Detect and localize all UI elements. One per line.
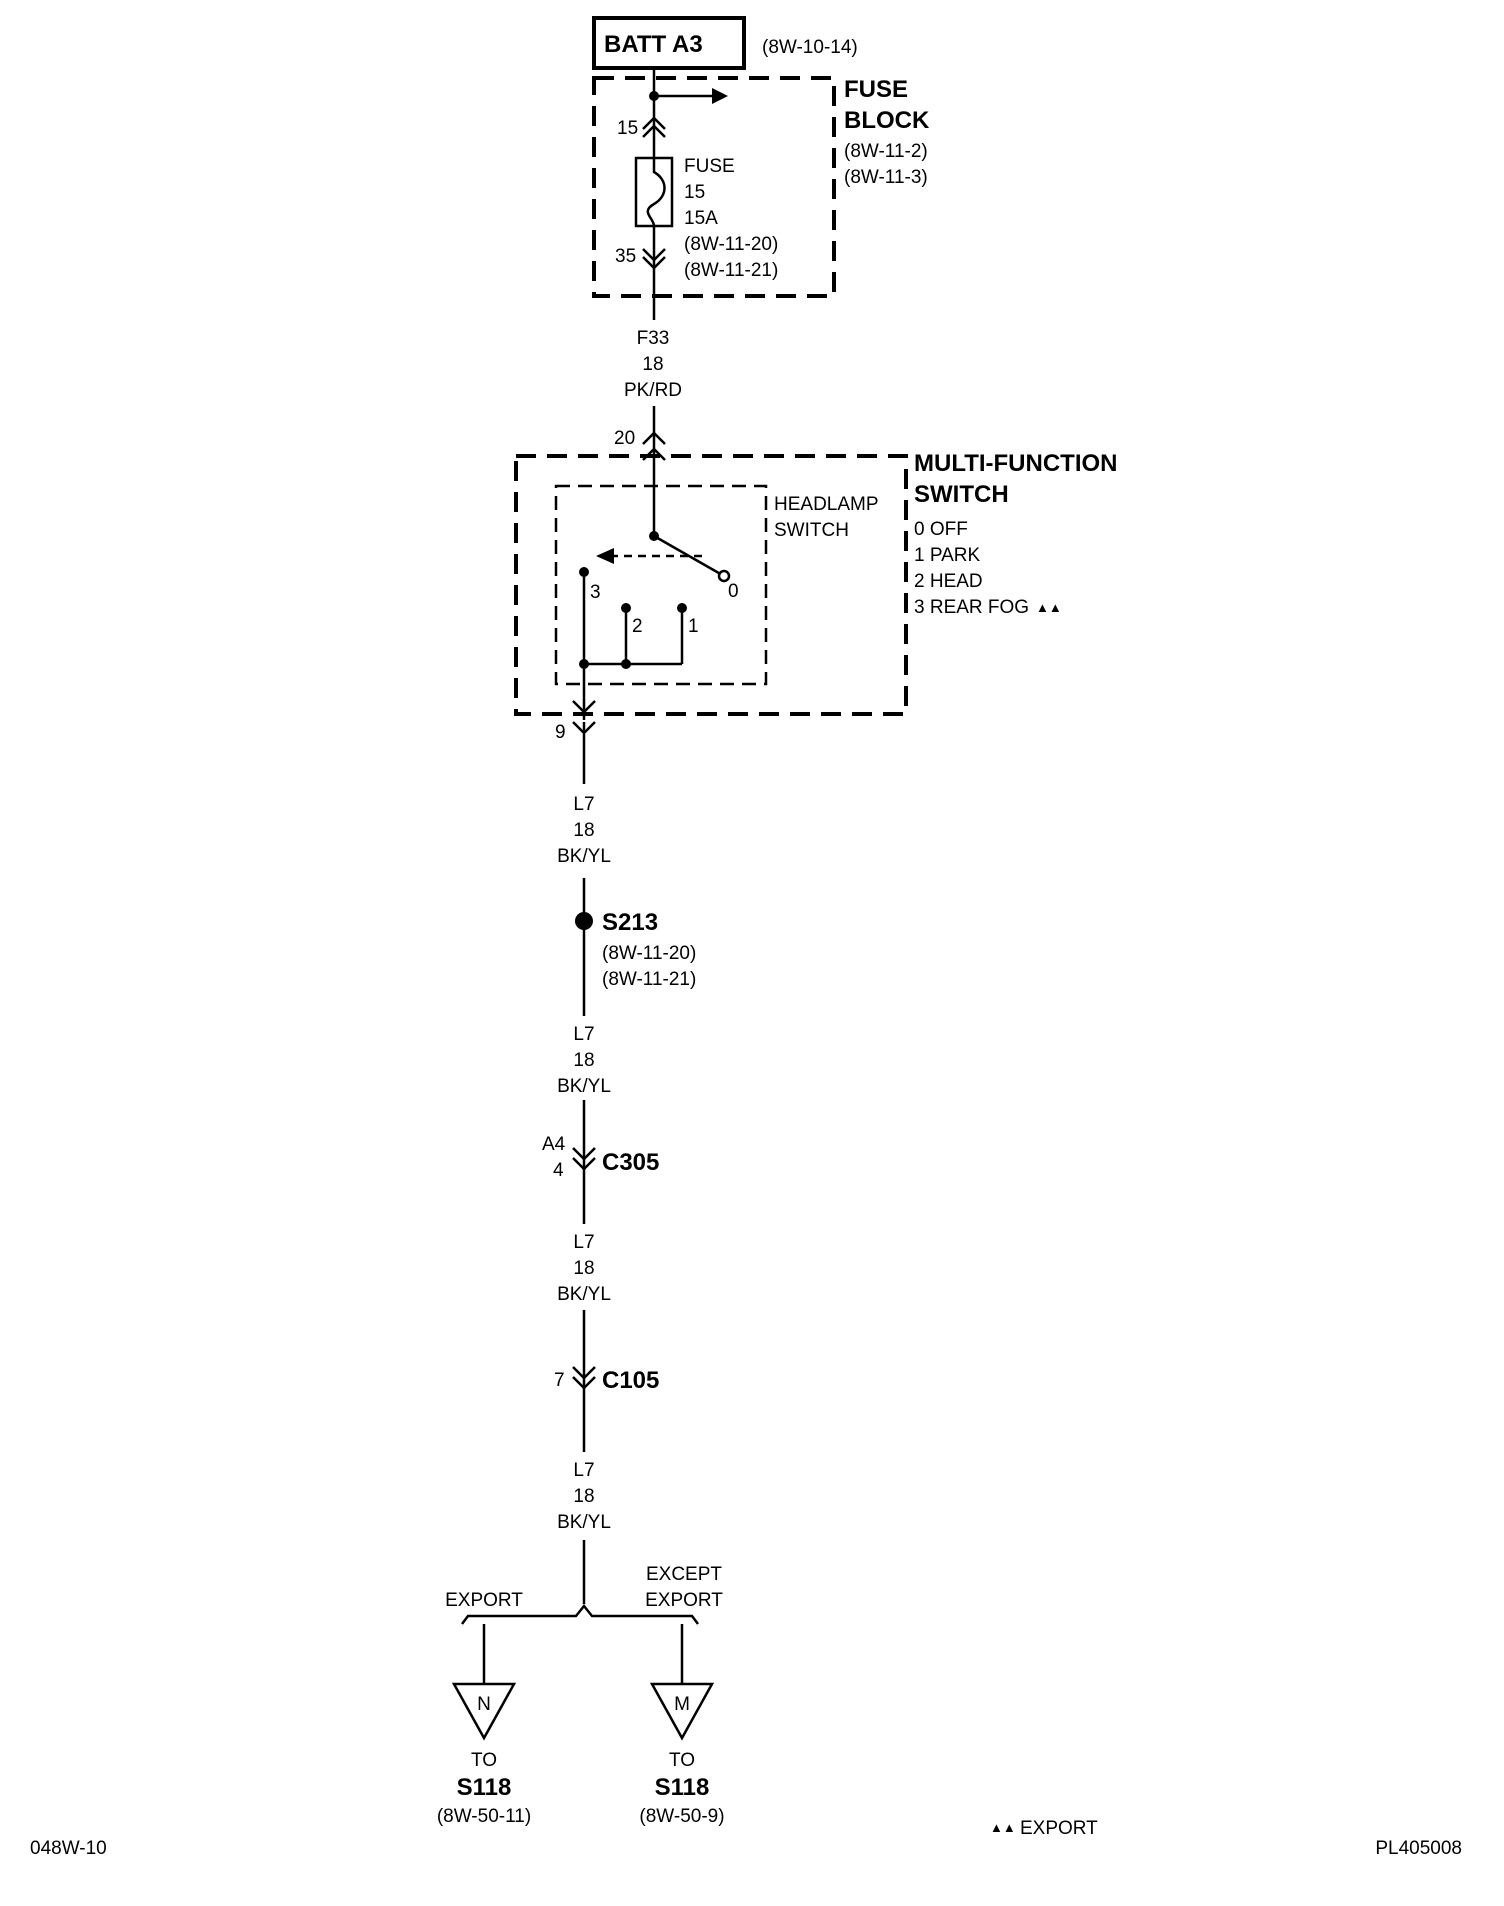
contact-3-label: 3 [590,582,601,603]
wire3-color: BK/YL [557,1076,611,1097]
branch-except-line-1: EXCEPT [646,1564,722,1585]
branch-export-label: EXPORT [445,1590,523,1611]
fuse-block-title-1: FUSE [844,76,908,103]
fuse-ref-2: (8W-11-21) [684,260,778,281]
batt-label: BATT A3 [604,31,703,58]
fuse-label: FUSE [684,156,735,177]
mfs-pin-in: 20 [614,428,635,449]
dest-right-triangle [649,1682,715,1741]
pin-15-chevron [642,116,666,130]
dest-left-triangle [451,1682,517,1741]
pin-15-chevron-2 [642,124,666,138]
c105-name: C105 [602,1367,659,1394]
wire2-color: BK/YL [557,846,611,867]
fuse-block-outline [592,76,836,298]
wire4-color: BK/YL [557,1284,611,1305]
wire5-circuit: L7 [573,1460,594,1481]
wire2-circuit: L7 [573,794,594,815]
mfs-position-0: 0 OFF [914,519,968,540]
c305-name: C305 [602,1149,659,1176]
fuse-rating: 15A [684,208,718,229]
mfs-position-2: 2 HEAD [914,571,983,592]
dest-left-name: S118 [457,1774,512,1801]
fuse-ref-1: (8W-11-20) [684,234,778,255]
fuse-number: 15 [684,182,705,203]
mfs-export-marker: ▲▲ [1036,600,1062,615]
c305-pin-1: A4 [542,1134,566,1155]
contact-1-label: 1 [688,616,699,637]
fuse-pin-out: 35 [615,246,636,267]
footer-right: PL405008 [1375,1838,1462,1859]
wire3-gauge: 18 [573,1050,594,1071]
fuse-block-title-2: BLOCK [844,107,930,134]
mfs-pin-out: 9 [555,722,566,743]
legend-text: EXPORT [1020,1818,1098,1839]
mfs-outline [514,454,908,716]
bus-dot-1 [579,659,589,669]
fuse-element [646,158,666,227]
batt-box [592,16,746,70]
c305-chevron-2 [572,1157,596,1171]
dest-right-letter: M [674,1694,690,1715]
dest-left-to: TO [471,1750,497,1771]
splice-name: S213 [602,909,658,936]
fuse-pin-in: 15 [617,118,638,139]
c305-chevron [572,1147,596,1161]
wire5-gauge: 18 [573,1486,594,1507]
dest-right-to: TO [669,1750,695,1771]
pin-9-chevron [572,700,596,714]
wire1-color: PK/RD [624,380,682,401]
c105-chevron-2 [572,1376,596,1390]
mfs-position-3: 3 REAR FOG [914,597,1029,618]
headlamp-label-1: HEADLAMP [774,494,879,515]
batt-ref: (8W-10-14) [762,37,858,58]
mfs-position-1: 1 PARK [914,545,981,566]
footer-left: 048W-10 [30,1838,107,1859]
dest-right-name: S118 [655,1774,710,1801]
switch-link-arrow [596,548,614,564]
fuse-block-ref-2: (8W-11-3) [844,167,928,188]
bus-arrow [712,88,728,104]
wire2-gauge: 18 [573,820,594,841]
c105-pin: 7 [554,1370,565,1391]
wire1-circuit: F33 [637,328,670,349]
c105-chevron [572,1366,596,1380]
dest-left-letter: N [477,1694,491,1715]
contact-0-label: 0 [728,581,739,602]
wire4-gauge: 18 [573,1258,594,1279]
pin-35-chevron-2 [642,256,666,270]
dest-right-ref: (8W-50-9) [639,1806,724,1827]
wire5-color: BK/YL [557,1512,611,1533]
wire4-circuit: L7 [573,1232,594,1253]
pin-35-chevron [642,248,666,262]
c305-pin-2: 4 [553,1160,564,1181]
contact-0 [717,569,731,583]
switch-blade [653,534,725,578]
pin-20-chevron [642,431,666,445]
headlamp-label-2: SWITCH [774,520,849,541]
legend-marker: ▲▲ [990,1820,1016,1835]
wire1-gauge: 18 [642,354,663,375]
headlamp-switch-outline [554,484,768,686]
mfs-title-1: MULTI-FUNCTION [914,450,1118,477]
splice-ref-2: (8W-11-21) [602,969,696,990]
wire3-circuit: L7 [573,1024,594,1045]
branch-except-line-2: EXPORT [645,1590,723,1611]
branch-bracket [461,1603,699,1625]
bus-dot-2 [621,659,631,669]
splice-ref-1: (8W-11-20) [602,943,696,964]
splice-dot [575,912,593,930]
mfs-title-2: SWITCH [914,481,1009,508]
contact-2-label: 2 [632,616,643,637]
dest-left-ref: (8W-50-11) [437,1806,531,1827]
fuse-block-ref-1: (8W-11-2) [844,141,928,162]
